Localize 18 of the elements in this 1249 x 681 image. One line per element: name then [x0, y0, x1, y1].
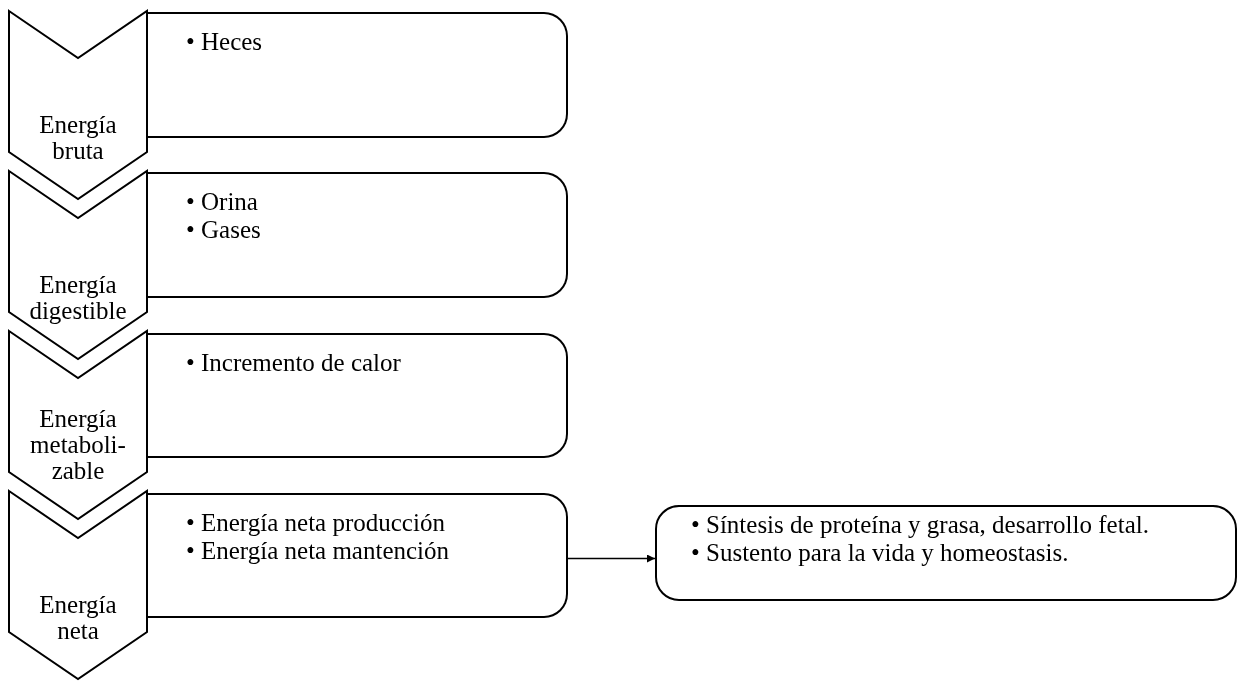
bullet-item: • Energía neta producción [186, 509, 446, 537]
arrow [567, 554, 656, 563]
chevron-label: Energía neta [38, 592, 118, 644]
bullet-item: • Orina [186, 188, 259, 216]
rounded-box [148, 493, 568, 618]
bullet-item: • Heces [186, 28, 264, 56]
bullet-item: • Incremento de calor [186, 349, 402, 377]
bullet-item: • Gases [186, 216, 262, 244]
rounded-box [655, 505, 1237, 601]
chevron-label: Energía bruta [38, 112, 118, 164]
chevron-label: Energía digestible [28, 272, 128, 324]
bullet-item: • Sustento para la vida y homeostasis. [691, 539, 1070, 567]
bullet-item: • Síntesis de proteína y grasa, desarrollo fetal. [691, 511, 1150, 539]
bullet-item: • Energía neta mantención [186, 537, 451, 565]
rounded-box [148, 172, 568, 298]
chevron-label: Energía metaboli- zable [29, 406, 127, 484]
rounded-box [148, 12, 568, 138]
rounded-box [148, 333, 568, 458]
